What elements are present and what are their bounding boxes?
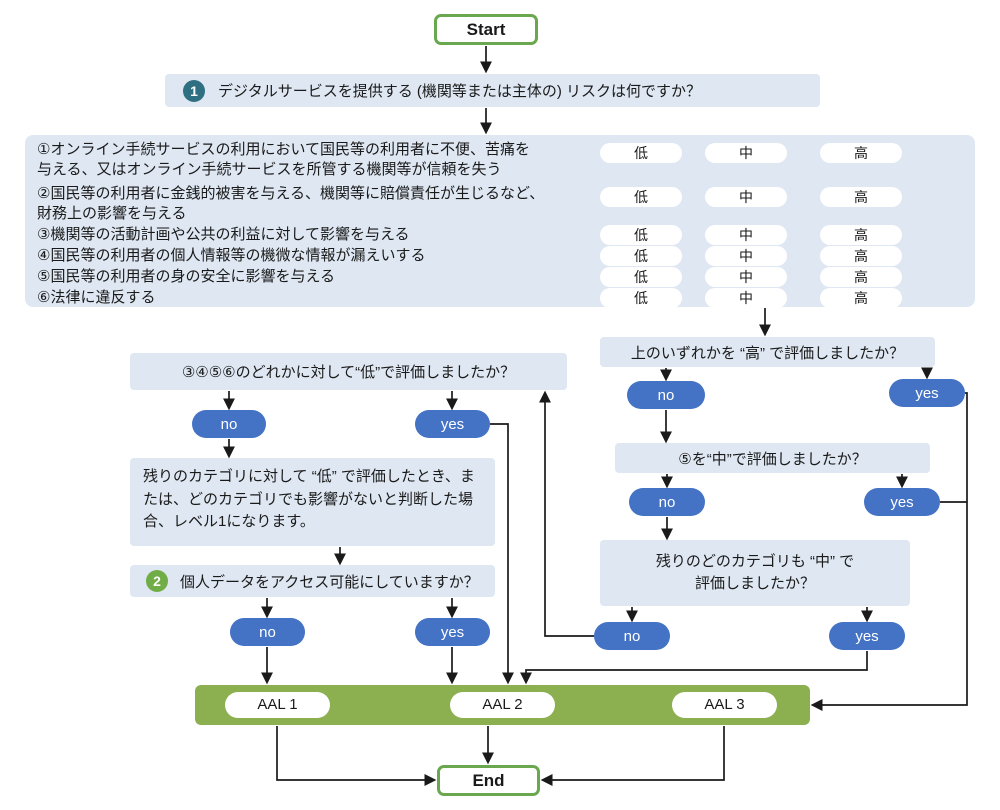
risk-row-6-low-pill: 低 bbox=[600, 288, 682, 308]
risk-row-4: ④国民等の利用者の個人情報等の機微な情報が漏えいする 低 中 高 bbox=[25, 246, 975, 267]
question-rest-mid-box: 残りのどのカテゴリも “中” で 評価しましたか？ bbox=[600, 540, 910, 606]
aal1-pill: AAL 1 bbox=[225, 692, 330, 718]
path-rest-mid-no-to-low-3456 bbox=[539, 390, 594, 637]
risk-row-1-text: ①オンライン手続サービスの利用において国民等の利用者に不便、苦痛を 与える、又は… bbox=[37, 141, 531, 178]
personal-data-yes-pill: yes bbox=[415, 618, 490, 646]
rest-mid-no-pill: no bbox=[594, 622, 670, 650]
question-1-box: 1 デジタルサービスを提供する (機関等または主体の) リスクは何ですか？ bbox=[165, 74, 820, 107]
risk-row-5-text: ⑤国民等の利用者の身の安全に影響を与える bbox=[37, 268, 335, 285]
personal-data-no-pill: no bbox=[230, 618, 305, 646]
risk-row-4-mid-pill: 中 bbox=[705, 246, 787, 266]
risk-row-6-text: ⑥法律に違反する bbox=[37, 289, 156, 306]
any-high-no-pill: no bbox=[627, 381, 705, 409]
question-low-3456-text: ③④⑤⑥のどれかに対して“低”で評価しましたか？ bbox=[181, 364, 516, 381]
risk-row-6-mid-pill: 中 bbox=[705, 288, 787, 308]
step-1-badge: 1 bbox=[183, 79, 205, 102]
step-2-badge: 2 bbox=[146, 570, 168, 592]
question-2-text: 個人データをアクセス可能にしていますか？ bbox=[180, 573, 479, 591]
safety-mid-no-pill: no bbox=[629, 488, 705, 516]
aal2-pill: AAL 2 bbox=[450, 692, 555, 718]
risk-row-2-high-pill: 高 bbox=[820, 187, 902, 207]
risk-row-3-high-pill: 高 bbox=[820, 225, 902, 245]
risk-row-5: ⑤国民等の利用者の身の安全に影響を与える 低 中 高 bbox=[25, 267, 975, 288]
rest-mid-yes-pill: yes bbox=[829, 622, 905, 650]
path-aal1-to-end bbox=[276, 726, 437, 786]
path-aal3-to-end bbox=[540, 726, 725, 786]
any-high-yes-pill: yes bbox=[889, 379, 965, 407]
risk-row-1-low-pill: 低 bbox=[600, 143, 682, 163]
low-3456-yes-pill: yes bbox=[415, 410, 490, 438]
safety-mid-yes-pill: yes bbox=[864, 488, 940, 516]
low-3456-no-pill: no bbox=[192, 410, 266, 438]
aal3-pill: AAL 3 bbox=[672, 692, 777, 718]
question-2-box: 2 個人データをアクセス可能にしていますか？ bbox=[130, 565, 495, 597]
risk-row-1: ①オンライン手続サービスの利用において国民等の利用者に不便、苦痛を 与える、又は… bbox=[25, 140, 975, 184]
risk-assessment-box: ①オンライン手続サービスの利用において国民等の利用者に不便、苦痛を 与える、又は… bbox=[25, 135, 975, 309]
risk-row-2-low-pill: 低 bbox=[600, 187, 682, 207]
end-label: End bbox=[472, 770, 505, 790]
question-any-high-box: 上のいずれかを “高” で評価しましたか？ bbox=[600, 337, 935, 367]
risk-row-2-text: ②国民等の利用者に金銭的被害を与える、機関等に賠償責任が生じるなど、 財務上の影… bbox=[37, 185, 545, 222]
question-rest-mid-line2: 評価しましたか？ bbox=[694, 575, 815, 592]
risk-row-3-low-pill: 低 bbox=[600, 225, 682, 245]
risk-row-3-text: ③機関等の活動計画や公共の利益に対して影響を与える bbox=[37, 226, 410, 243]
risk-row-2-mid-pill: 中 bbox=[705, 187, 787, 207]
risk-row-4-high-pill: 高 bbox=[820, 246, 902, 266]
risk-row-5-high-pill: 高 bbox=[820, 267, 902, 287]
start-label: Start bbox=[466, 19, 506, 39]
risk-row-6: ⑥法律に違反する 低 中 高 bbox=[25, 288, 975, 309]
risk-row-5-mid-pill: 中 bbox=[705, 267, 787, 287]
question-safety-mid-text: ⑤を“中”で評価しましたか？ bbox=[678, 450, 867, 468]
question-safety-mid-box: ⑤を“中”で評価しましたか？ bbox=[615, 443, 930, 473]
question-low-3456-box: ③④⑤⑥のどれかに対して“低”で評価しましたか？ bbox=[130, 353, 567, 390]
path-rest-mid-yes-to-aal2 bbox=[520, 651, 868, 685]
risk-row-3: ③機関等の活動計画や公共の利益に対して影響を与える 低 中 高 bbox=[25, 225, 975, 246]
question-1-text: デジタルサービスを提供する (機関等または主体の) リスクは何ですか？ bbox=[218, 83, 702, 100]
risk-row-4-text: ④国民等の利用者の個人情報等の機微な情報が漏えいする bbox=[37, 247, 426, 264]
question-rest-mid-line1: 残りのどのカテゴリも “中” で bbox=[655, 553, 855, 570]
end-node: End bbox=[437, 765, 540, 796]
risk-row-4-low-pill: 低 bbox=[600, 246, 682, 266]
level1-note-text: 残りのカテゴリに対して “低” で評価したとき、または、どのカテゴリでも影響がな… bbox=[143, 468, 475, 530]
risk-row-1-high-pill: 高 bbox=[820, 143, 902, 163]
risk-row-6-high-pill: 高 bbox=[820, 288, 902, 308]
risk-row-1-mid-pill: 中 bbox=[705, 143, 787, 163]
risk-row-2: ②国民等の利用者に金銭的被害を与える、機関等に賠償責任が生じるなど、 財務上の影… bbox=[25, 184, 975, 228]
start-node: Start bbox=[434, 14, 538, 45]
risk-row-5-low-pill: 低 bbox=[600, 267, 682, 287]
risk-row-3-mid-pill: 中 bbox=[705, 225, 787, 245]
level1-note-box: 残りのカテゴリに対して “低” で評価したとき、または、どのカテゴリでも影響がな… bbox=[130, 458, 495, 546]
question-any-high-text: 上のいずれかを “高” で評価しましたか？ bbox=[630, 344, 905, 362]
